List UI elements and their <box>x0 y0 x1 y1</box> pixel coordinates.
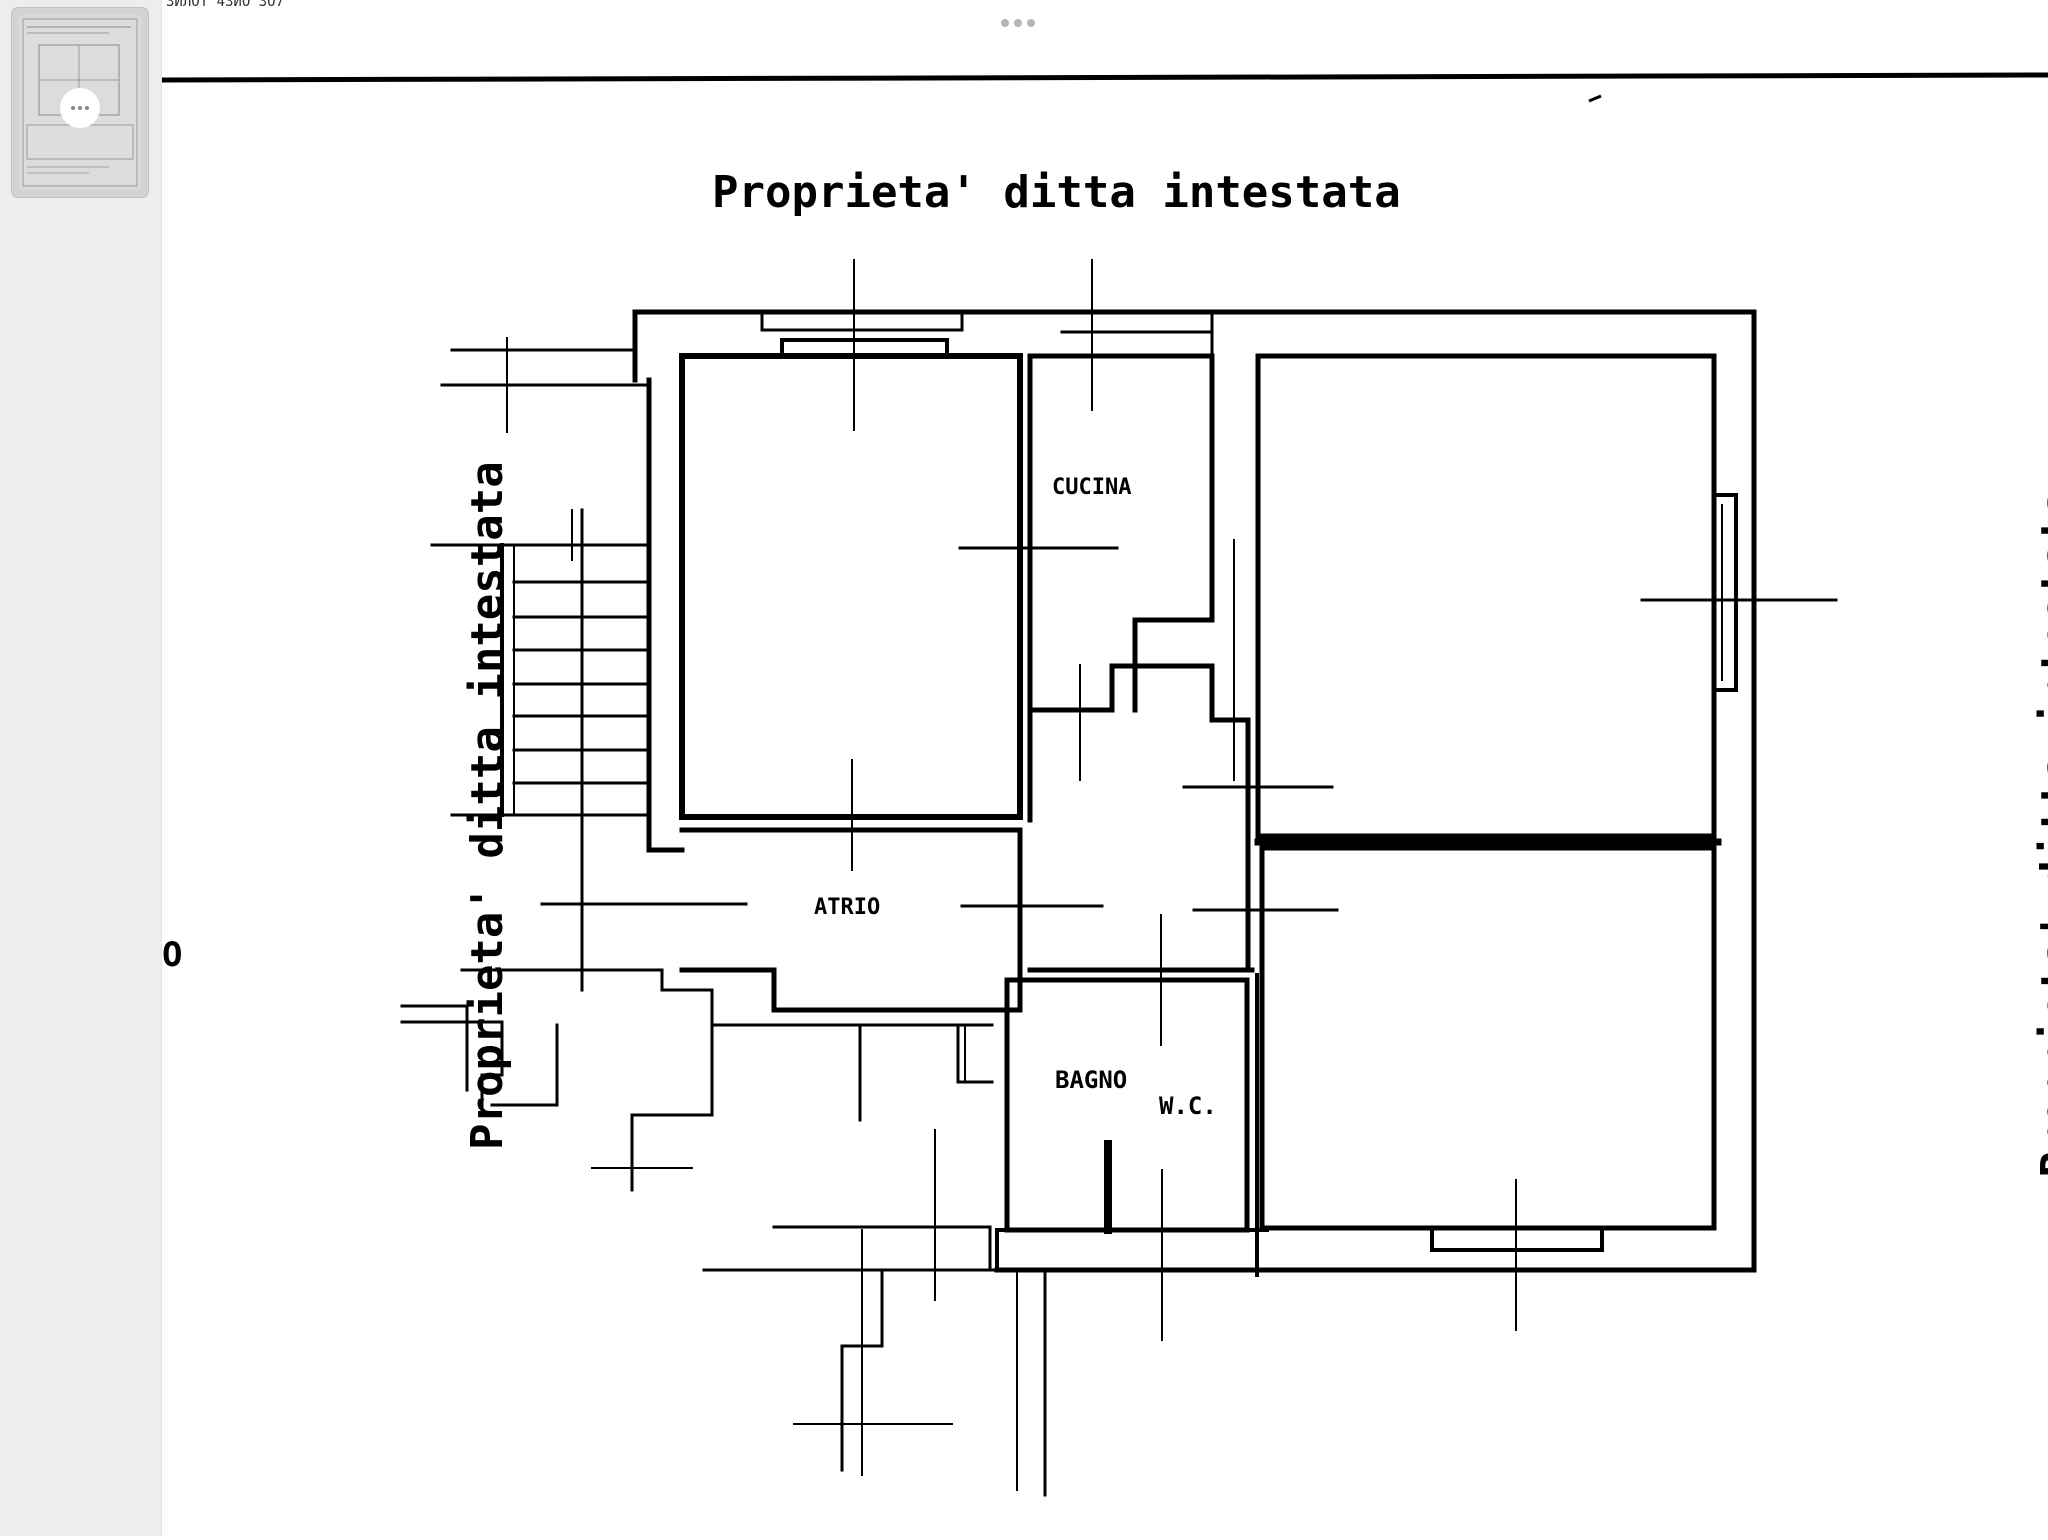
plan-top-label: Proprieta' ditta intestata <box>712 167 1401 218</box>
document-viewer: ЗИЛОТ 4ЗИО 3О7 Proprieta' ditta intestat… <box>161 0 2048 1536</box>
header-fragment: ЗИЛОТ 4ЗИО 3О7 <box>166 0 284 10</box>
left-edge-mark: O <box>162 935 182 975</box>
more-dots-icon[interactable] <box>60 88 100 128</box>
room-label-cucina: CUCINA <box>1052 475 1131 500</box>
floor-plan: ЗИЛОТ 4ЗИО 3О7 Proprieta' ditta intestat… <box>161 0 2048 1497</box>
room-label-atrio: ATRIO <box>814 895 880 920</box>
page-thumbnail[interactable] <box>12 8 148 197</box>
room-label-wc: W.C. <box>1159 1092 1217 1120</box>
plan-left-label: Proprieta' ditta intestata <box>462 461 513 1150</box>
more-dots-icon[interactable] <box>1001 19 1035 27</box>
plan-right-label: Proprieta' ditta intestata <box>2032 489 2048 1178</box>
page-thumbnail-sidebar <box>0 0 162 1536</box>
room-label-bagno: BAGNO <box>1055 1066 1127 1094</box>
